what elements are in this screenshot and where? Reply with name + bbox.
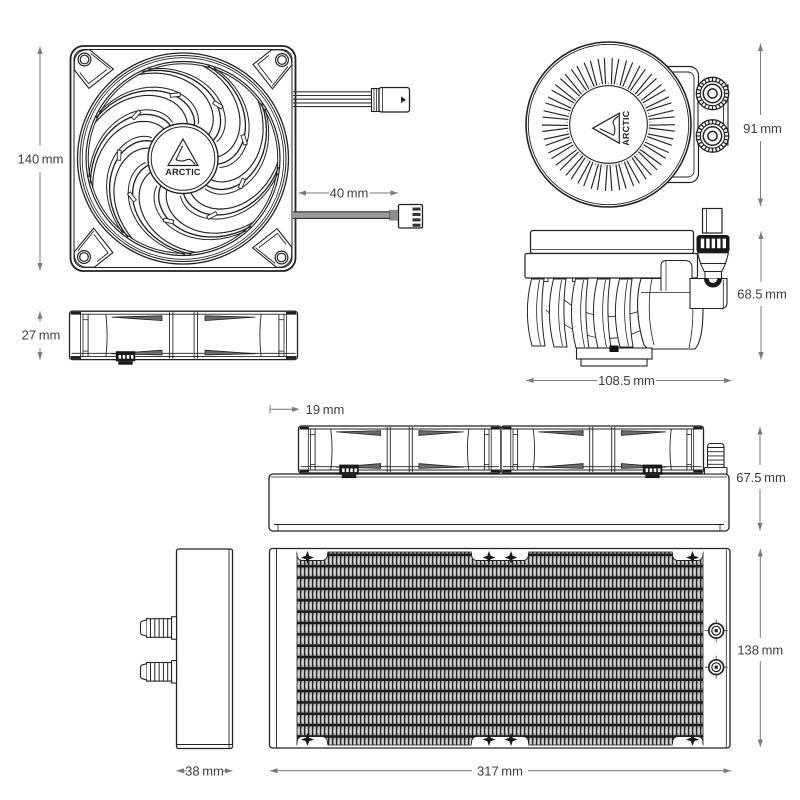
svg-text:68.5 mm: 68.5 mm [737, 287, 787, 302]
svg-text:40 mm: 40 mm [330, 186, 369, 201]
svg-text:27 mm: 27 mm [22, 328, 61, 343]
svg-text:19 mm: 19 mm [306, 402, 345, 417]
svg-text:138 mm: 138 mm [737, 643, 783, 658]
svg-text:ARCTIC: ARCTIC [165, 167, 200, 177]
svg-text:ARCTIC: ARCTIC [621, 110, 631, 145]
svg-text:91 mm: 91 mm [743, 121, 782, 136]
svg-text:317 mm: 317 mm [477, 763, 523, 778]
svg-text:38 mm: 38 mm [185, 763, 224, 778]
svg-text:67.5 mm: 67.5 mm [736, 470, 786, 485]
svg-text:140 mm: 140 mm [18, 152, 64, 167]
svg-text:108.5 mm: 108.5 mm [598, 373, 655, 388]
